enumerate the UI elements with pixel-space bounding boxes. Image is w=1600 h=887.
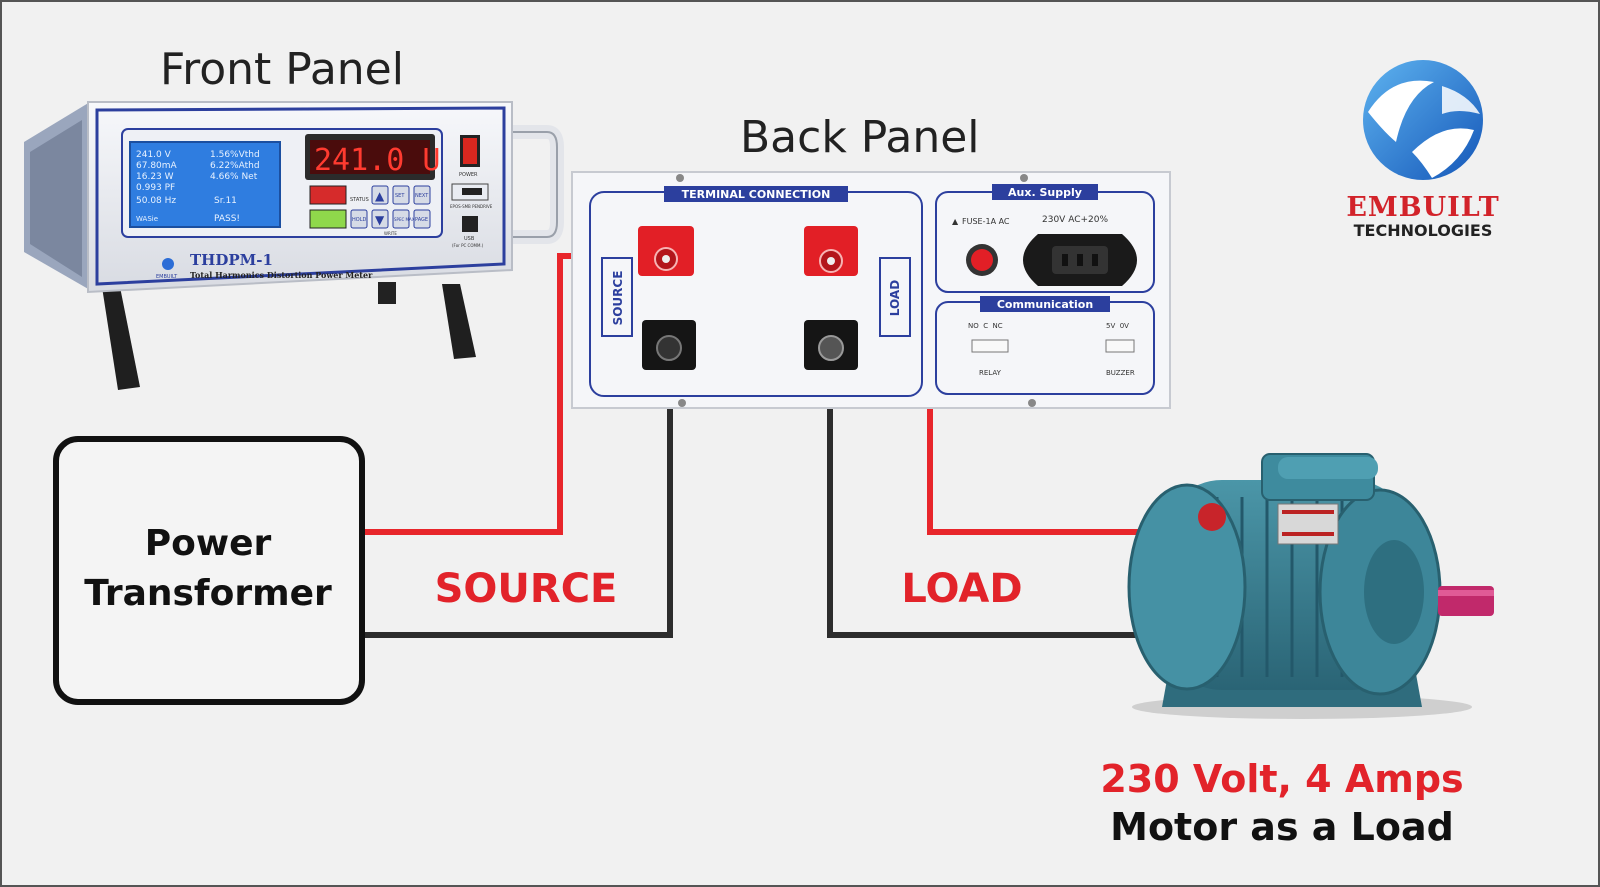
spec-max-button-label: SPEC MAX <box>394 217 415 222</box>
fuse-warning-icon: ▲ <box>952 217 959 226</box>
instrument-leg-left <box>102 287 140 390</box>
set-button-label: SET <box>395 193 405 199</box>
instrument-handle <box>507 125 564 244</box>
transformer-label-line1: Power <box>145 523 272 564</box>
relay-label: RELAY <box>979 369 1002 377</box>
page-button-label: PAGE <box>415 217 428 223</box>
pc-comm-label: (For PC COMM.) <box>452 243 484 248</box>
lcd-line-3-right: 4.66% Net <box>210 172 258 182</box>
buzzer-connector <box>1105 339 1135 353</box>
load-black-wire <box>827 352 1142 638</box>
usb-port <box>462 216 478 232</box>
instrument-leg-right <box>442 284 476 359</box>
source-tag-box <box>601 257 633 337</box>
lcd-line-1-right: 1.56%Vthd <box>210 150 260 160</box>
lcd-line-2-left: 67.80mA <box>136 161 178 171</box>
motor-caption: Motor as a Load <box>1110 805 1454 849</box>
source-black-wire <box>364 352 673 638</box>
down-button[interactable] <box>371 209 389 229</box>
terminal-connection-title: TERMINAL CONNECTION <box>682 188 831 201</box>
status-indicator-green <box>309 209 347 229</box>
hold-button[interactable] <box>350 209 368 229</box>
back-panel-title: Back Panel <box>740 112 980 163</box>
source-tag: SOURCE <box>611 271 625 326</box>
motor <box>1127 453 1494 719</box>
load-tag-box <box>879 257 911 337</box>
logo-name: EMBUILT <box>1346 192 1499 223</box>
usb-label: USB <box>464 236 475 242</box>
embuilt-logo: EMBUILT TECHNOLOGIES <box>1346 60 1499 240</box>
relay-pins: NO C NC <box>968 322 1003 330</box>
write-label: WRITE <box>384 231 397 236</box>
lcd-line-2-right: 6.22%Athd <box>210 161 260 171</box>
back-panel: TERMINAL CONNECTION SOURCE LOAD Aux. Sup… <box>571 171 1171 409</box>
up-arrow-icon: ▲ <box>375 189 385 203</box>
set-button[interactable] <box>392 185 410 205</box>
buzzer-label: BUZZER <box>1106 369 1135 377</box>
status-indicator-red <box>309 185 347 205</box>
motor-badge <box>1198 503 1226 531</box>
lcd-line-1-left: 241.0 V <box>136 150 172 160</box>
next-button[interactable] <box>413 185 431 205</box>
motor-capacitor <box>1278 457 1378 479</box>
load-label: LOAD <box>901 566 1022 612</box>
back-panel-plate <box>571 171 1171 409</box>
led-readout: 241.0 U <box>314 143 440 178</box>
power-transformer: Power Transformer <box>53 436 365 705</box>
status-label: STATUS <box>350 197 369 203</box>
buzzer-pins: 5V 0V <box>1106 322 1129 330</box>
fuse-label: FUSE-1A AC <box>962 217 1010 226</box>
small-brand-name: EMBUILT <box>156 274 178 280</box>
communication-title: Communication <box>997 298 1093 311</box>
source-label: SOURCE <box>435 566 618 612</box>
motor-rear-cover <box>1127 483 1247 691</box>
lcd-line-6-left: WASie <box>136 215 158 223</box>
lcd-line-5-right: Sr.11 <box>214 196 237 206</box>
pendrive-label: EPOS-SMB PENDRIVE <box>450 204 493 209</box>
power-transformer-box <box>53 436 365 705</box>
motor-spec: 230 Volt, 4 Amps <box>1100 757 1463 801</box>
aux-supply-title: Aux. Supply <box>1008 186 1082 199</box>
lcd-screen <box>129 141 281 228</box>
load-tag: LOAD <box>888 280 902 316</box>
front-buttons: ▲ SET NEXT HOLD ▼ SPEC MAX PAGE WRITE <box>350 185 431 236</box>
front-panel-title: Front Panel <box>160 44 404 95</box>
page-button[interactable] <box>413 209 431 229</box>
model-subtitle: Total Harmonics Distortion Power Meter <box>190 270 373 280</box>
next-button-label: NEXT <box>415 193 429 199</box>
relay-connector <box>971 339 1009 353</box>
lcd-line-3-left: 16.23 W <box>136 172 174 182</box>
lcd-line-6-right: PASS! <box>214 214 240 224</box>
logo-sub: TECHNOLOGIES <box>1354 221 1493 240</box>
power-label: POWER <box>459 172 478 178</box>
transformer-label-line2: Transformer <box>84 573 332 614</box>
supply-label: 230V AC+20% <box>1042 215 1108 225</box>
lcd-line-4-left: 0.993 PF <box>136 183 175 193</box>
front-panel-instrument: 241.0 V 1.56%Vthd 67.80mA 6.22%Athd 16.2… <box>24 101 564 390</box>
lcd-line-5-left: 50.08 Hz <box>136 196 176 206</box>
hold-button-label: HOLD <box>352 217 366 223</box>
model-name: THDPM-1 <box>190 251 273 269</box>
spec-max-button[interactable] <box>392 209 410 229</box>
up-button[interactable] <box>371 185 389 205</box>
small-brand-icon <box>162 258 174 270</box>
down-arrow-icon: ▼ <box>375 213 385 227</box>
